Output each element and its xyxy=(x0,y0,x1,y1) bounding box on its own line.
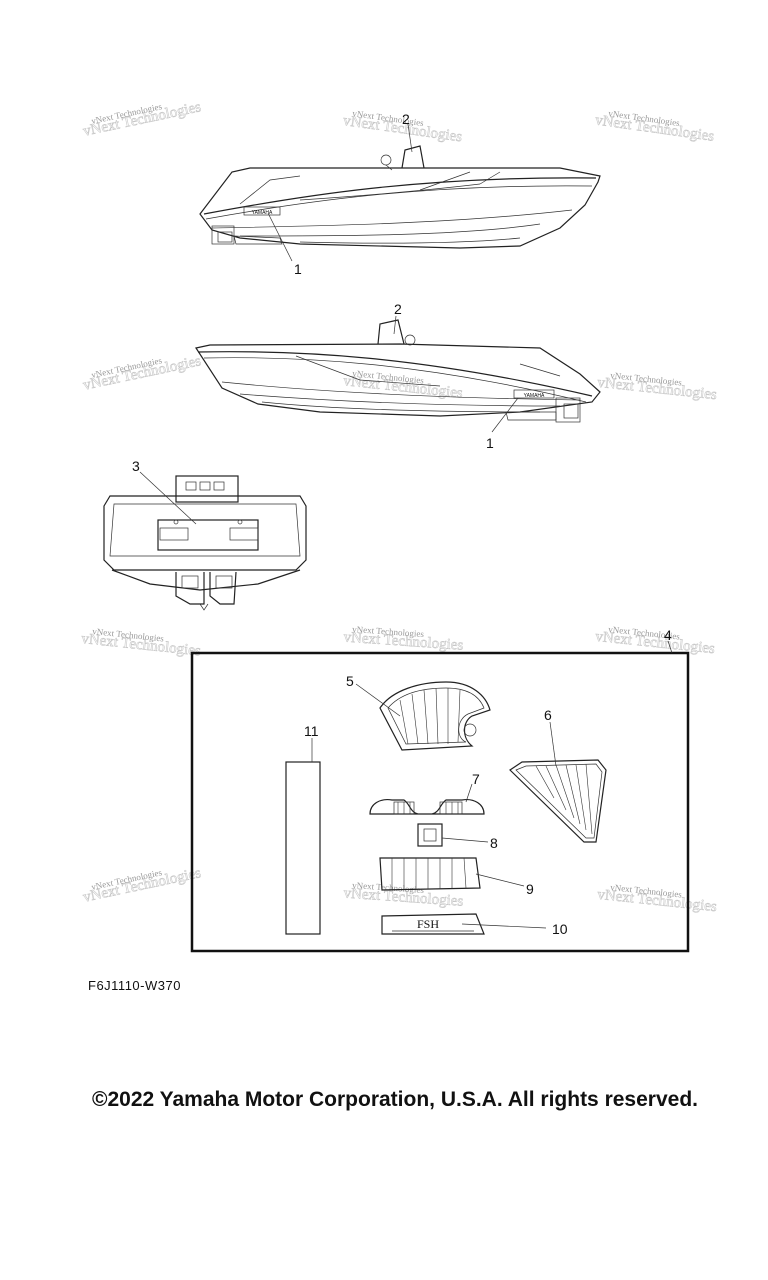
leader-line xyxy=(491,397,519,433)
leader-line xyxy=(267,212,293,262)
boat-port-view: YAMAHA 1 2 xyxy=(195,301,601,451)
decal-kit: 4 5 xyxy=(190,627,690,953)
callout-11: 11 xyxy=(304,723,319,739)
leader-line xyxy=(407,123,413,153)
callout-1: 1 xyxy=(294,261,302,277)
callout-4: 4 xyxy=(664,627,672,643)
callout-8: 8 xyxy=(490,835,498,851)
decal-part-10: FSH 10 xyxy=(381,913,568,937)
callout-5: 5 xyxy=(346,673,354,689)
callout-3: 3 xyxy=(132,458,140,474)
callout-10: 10 xyxy=(552,921,568,937)
decal-part-5: 5 xyxy=(346,673,491,751)
copyright-notice: ©2022 Yamaha Motor Corporation, U.S.A. A… xyxy=(92,1088,698,1111)
decal-part-8: 8 xyxy=(417,823,498,851)
hull-logo: YAMAHA xyxy=(252,210,273,216)
figure-code: F6J1110-W370 xyxy=(88,978,181,993)
callout-1: 1 xyxy=(486,435,494,451)
callout-6: 6 xyxy=(544,707,552,723)
decal-part-9: 9 xyxy=(379,857,534,897)
callout-2: 2 xyxy=(394,301,402,317)
hull-logo: YAMAHA xyxy=(524,393,545,399)
leader-line xyxy=(465,783,473,803)
leader-line xyxy=(393,315,397,335)
leader-line xyxy=(475,873,525,887)
callout-7: 7 xyxy=(472,771,480,787)
decal-kit-frame xyxy=(190,651,690,953)
decal-part-11: 11 xyxy=(285,723,321,935)
callout-2: 2 xyxy=(402,111,410,127)
callout-9: 9 xyxy=(526,881,534,897)
decal-part-7: 7 xyxy=(369,771,485,815)
leader-line xyxy=(667,640,673,654)
decal-part-6: 6 xyxy=(509,707,607,843)
leader-line xyxy=(355,683,401,717)
boat-stern-view: 3 xyxy=(103,458,307,611)
leader-line xyxy=(549,721,557,767)
leader-line xyxy=(139,471,197,525)
boat-starboard-view: YAMAHA 1 2 xyxy=(199,111,601,277)
leader-line xyxy=(461,923,547,929)
leader-line xyxy=(441,837,489,843)
decal-10-text: FSH xyxy=(417,917,439,931)
